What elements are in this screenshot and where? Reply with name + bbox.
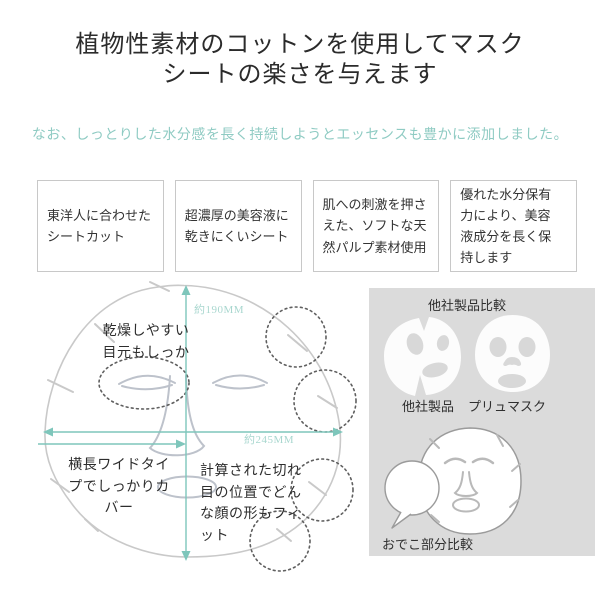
nose-cutout: [148, 375, 206, 457]
brand-mask-label: プリュマスク: [467, 399, 546, 414]
competitor-comparison-panel: 他社製品比較 他社製品 プリュマスク おでこ部分比較: [369, 288, 595, 556]
left-eye-cutout: [118, 374, 176, 385]
brand-mask-mouth-hole: [498, 374, 526, 388]
page-title-line1: 植物性素材のコットンを使用してマスク: [75, 32, 525, 58]
feature-text-line: 東洋人に合わせた: [47, 207, 152, 223]
other-brand-mask-illustration: [384, 317, 461, 396]
feature-text: 超濃厚の美容液に 乾きにくいシート: [185, 205, 289, 247]
feature-box-moisture: 優れた水分保有 力により、美容 液成分を長く保 持します: [450, 180, 577, 272]
mouth-line: [452, 497, 480, 513]
slit-highlight-circle: [265, 306, 327, 368]
mask-face-cutouts: [118, 374, 268, 499]
width-measure-label: 約245MM: [244, 432, 294, 446]
feature-text-line: 然パルプ素材使用: [322, 239, 427, 255]
feature-text: 東洋人に合わせた シートカット: [47, 205, 151, 247]
wide-coverage-note: 横長ワイドタイ プでしっかりカ バー: [60, 455, 178, 520]
feature-box-essence: 超濃厚の美容液に 乾きにくいシート: [174, 180, 302, 272]
feature-text: 優れた水分保有 力により、美容 液成分を長く保 持します: [460, 184, 551, 268]
feature-text-line: シートカット: [47, 229, 126, 244]
feature-text: 肌への刺激を押さ えた、ソフトな天 然パルプ素材使用: [323, 194, 427, 257]
feature-text-line: 肌への刺激を押さ: [322, 197, 427, 213]
right-eye-cutout: [212, 374, 268, 384]
forehead-zoom-bubble: [384, 460, 440, 516]
feature-text-line: 力により、美容: [460, 207, 551, 223]
forehead-zoom-bubble-tail: [391, 511, 412, 529]
height-measure-label: 約190MM: [194, 302, 244, 316]
other-mask-right-eye-hole: [436, 335, 450, 351]
other-mask-shape: [384, 317, 461, 396]
slit-highlight-circle: [290, 458, 354, 522]
left-eye-cutout-lower: [121, 384, 173, 391]
feature-text-line: 超濃厚の美容液に: [184, 207, 289, 223]
page-title: 植物性素材のコットンを使用してマスク シートの楽さを与えます: [0, 30, 600, 90]
eye-highlight-circle: [98, 356, 190, 410]
feature-box-sheet-cut: 東洋人に合わせた シートカット: [37, 180, 164, 272]
brand-mask-illustration: [475, 315, 550, 392]
page-subtitle: なお、しっとりした水分感を長く持続しようとエッセンスも豊かに添加しました。: [31, 126, 569, 142]
feature-text-line: 液成分を長く保: [460, 229, 552, 244]
comparison-illustrations-svg: [384, 315, 550, 535]
half-width-arrow: [38, 439, 186, 449]
nose-line: [453, 471, 479, 497]
page-title-line2: シートの楽さを与えます: [162, 62, 438, 88]
feature-text-line: 乾きにくいシート: [184, 229, 289, 244]
slit-highlight-circle: [249, 510, 311, 572]
mask-diagram-svg: 約190MM 約245MM: [38, 281, 357, 572]
note-line: プでしっかりカ: [68, 479, 170, 495]
other-mask-mouth-hole: [422, 362, 448, 378]
other-mask-left-eye-hole: [406, 333, 424, 355]
feature-box-row: 東洋人に合わせた シートカット 超濃厚の美容液に 乾きにくいシート 肌への刺激を…: [37, 180, 577, 272]
forehead-comparison-face: [384, 427, 522, 535]
note-line: 目の位置でどん: [200, 485, 302, 501]
brand-mask-shape: [475, 315, 550, 392]
brand-mask-right-eye-hole: [518, 337, 536, 357]
note-line: 目元もしっか: [102, 345, 190, 361]
horizontal-measure-arrow: [43, 427, 343, 437]
note-line: 計算された切れ: [200, 464, 302, 479]
feature-text-line: えた、ソフトな天: [322, 218, 427, 234]
right-eye-cutout-lower: [215, 384, 265, 390]
note-line: な顔の形もフィ: [200, 507, 302, 523]
right-eyebrow: [471, 457, 495, 465]
other-brand-label: 他社製品: [401, 399, 454, 414]
left-eyebrow: [443, 457, 467, 465]
feature-box-pulp: 肌への刺激を押さ えた、ソフトな天 然パルプ素材使用: [312, 180, 440, 272]
face-mask-slits: [429, 434, 521, 523]
feature-text-line: 優れた水分保有: [460, 186, 552, 202]
mask-cut-slits: [47, 281, 338, 542]
forehead-comparison-label: おでこ部分比較: [382, 537, 474, 552]
note-line: バー: [104, 501, 134, 517]
dotted-highlight-circles: [98, 306, 357, 572]
note-line: ット: [200, 529, 229, 545]
note-line: 横長ワイドタイ: [68, 458, 170, 473]
eye-area-note: 乾燥しやすい 目元もしっか: [88, 321, 204, 364]
brand-mask-nose-hole: [503, 357, 522, 366]
vertical-measure-arrow: [181, 285, 191, 561]
mask-dimension-diagram: 約190MM 約245MM 乾燥しやすい 目元もしっか 横長ワイドタイ プでしっ…: [30, 280, 360, 572]
fit-slits-note: 計算された切れ 目の位置でどん な顔の形もフィ ット: [200, 461, 304, 548]
mask-sheet-outline: [44, 284, 342, 558]
note-line: 乾燥しやすい: [102, 324, 190, 339]
comparison-title: 他社製品比較: [427, 298, 506, 313]
feature-text-line: 持します: [460, 250, 513, 266]
face-mask-features: [443, 457, 495, 513]
mouth-cutout: [157, 475, 217, 499]
brand-mask-left-eye-hole: [489, 337, 507, 357]
